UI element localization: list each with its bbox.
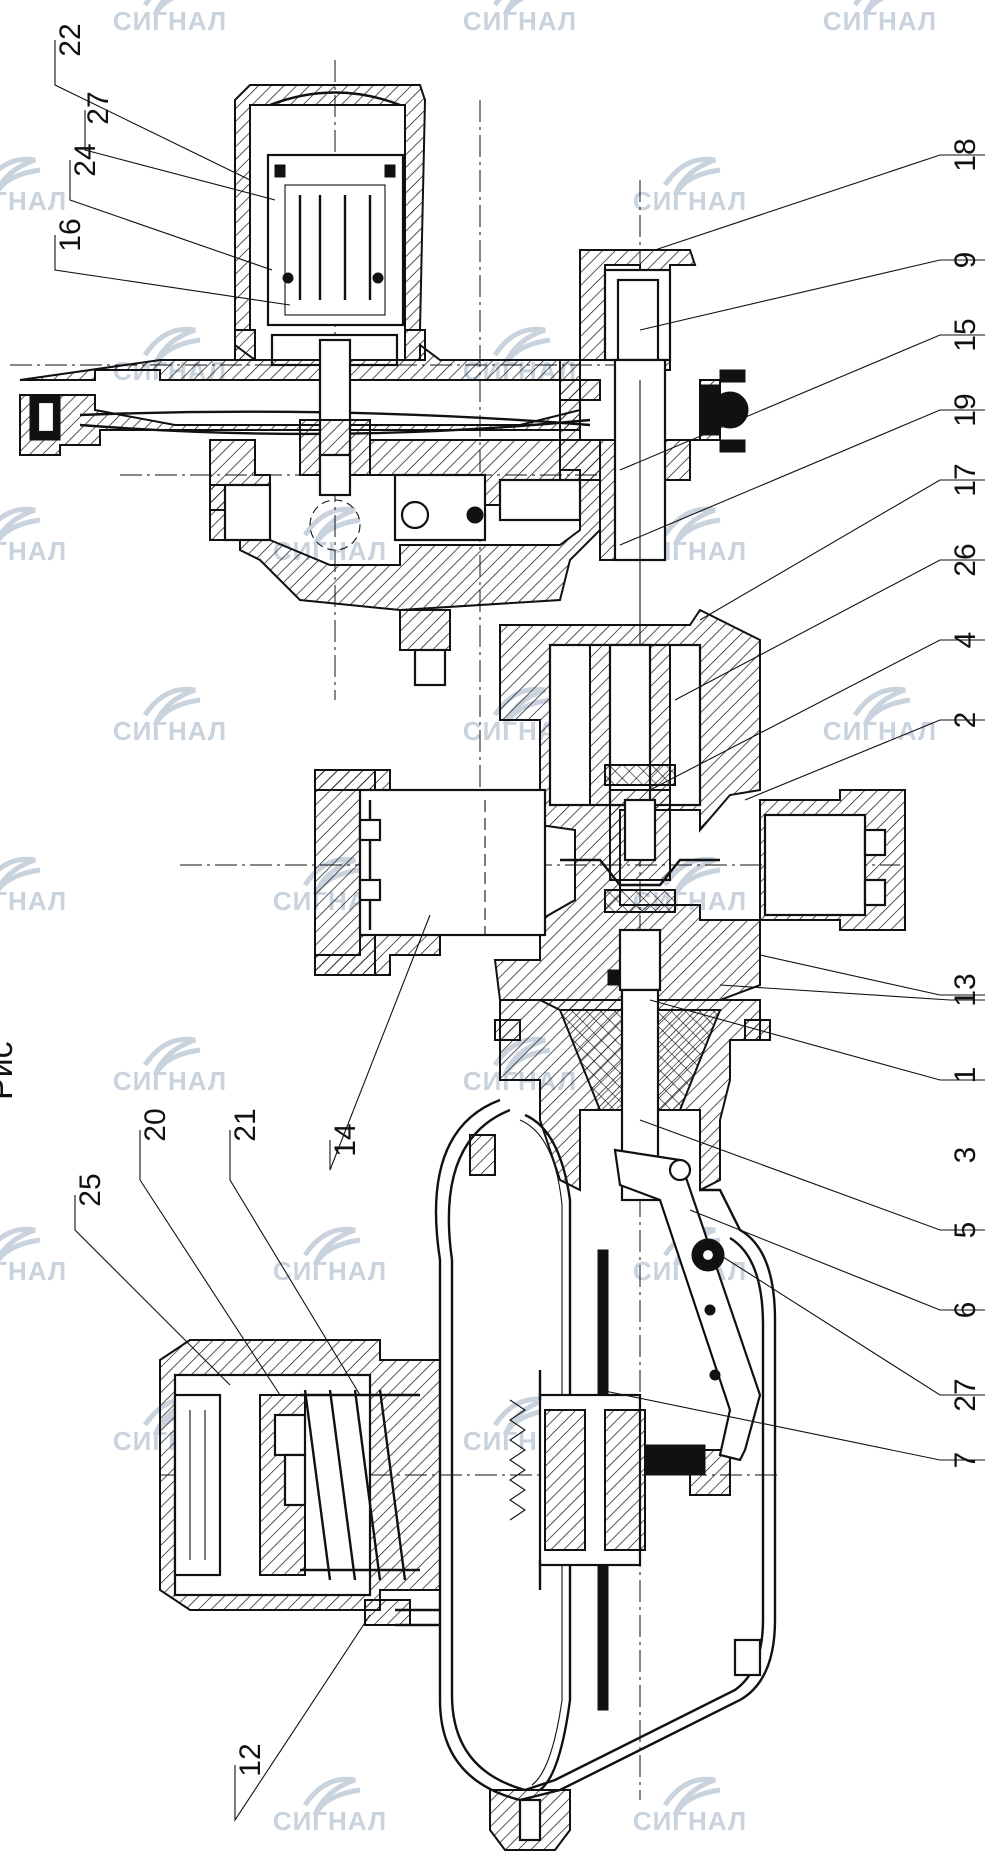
- callout-label-top-2: 24: [69, 143, 102, 176]
- callout-label-right-6: 4: [949, 632, 982, 649]
- watermark-text: СИГНАЛ: [823, 6, 937, 36]
- callout-label-top-1: 27: [82, 91, 115, 124]
- watermark-text: СИГНАЛ: [113, 716, 227, 746]
- watermark-text: СИГНАЛ: [273, 1806, 387, 1836]
- watermark-logo: СИГНАЛ: [0, 1226, 67, 1286]
- valve-stem-assembly: [559, 249, 749, 660]
- pilot-housing: [19, 84, 601, 687]
- callout-label-right-11: 5: [949, 1222, 982, 1239]
- callout-label-right-3: 19: [949, 393, 982, 426]
- watermark-text: СИГНАЛ: [113, 6, 227, 36]
- watermark-logo: СИГНАЛ: [823, 686, 937, 746]
- watermark-logo: СИГНАЛ: [113, 686, 227, 746]
- watermark-text: СИГНАЛ: [633, 186, 747, 216]
- watermark-logo: СИГНАЛ: [0, 156, 67, 216]
- watermark-logo: СИГНАЛ: [463, 0, 577, 36]
- watermark-text: СИГНАЛ: [0, 536, 67, 566]
- callout-label-left-0: 25: [74, 1173, 107, 1206]
- callout-label-right-14: 7: [949, 1452, 982, 1469]
- callout-label-left-3: 14: [329, 1123, 362, 1156]
- callout-label-right-12: 6: [949, 1302, 982, 1319]
- callout-label-right-10: 3: [949, 1147, 982, 1164]
- callout-label-left-2: 21: [229, 1108, 262, 1141]
- callout-label-right-9: 1: [949, 1067, 982, 1084]
- leader-lines: [54, 40, 985, 1822]
- callout-label-right-4: 17: [949, 463, 982, 496]
- callout-label-top-3: 16: [54, 218, 87, 251]
- callout-label-right-7: 2: [949, 712, 982, 729]
- watermark-logo: СИГНАЛ: [633, 156, 747, 216]
- callout-label-right-0: 18: [949, 138, 982, 171]
- callout-label-left-4: 12: [234, 1743, 267, 1776]
- callout-label-left-1: 20: [139, 1108, 172, 1141]
- watermark-text: СИГНАЛ: [823, 716, 937, 746]
- title-fragment: Рис: [0, 1041, 20, 1100]
- watermark-logo: СИГНАЛ: [0, 506, 67, 566]
- watermark-logo: СИГНАЛ: [273, 1226, 387, 1286]
- watermark-text: СИГНАЛ: [0, 1256, 67, 1286]
- watermark-logo: СИГНАЛ: [113, 0, 227, 36]
- watermark-logo: СИГНАЛ: [823, 0, 937, 36]
- watermark-logo: СИГНАЛ: [113, 1036, 227, 1096]
- watermark-logo: СИГНАЛ: [273, 1776, 387, 1836]
- callout-label-right-8: 13: [949, 973, 982, 1006]
- watermark-text: СИГНАЛ: [0, 186, 67, 216]
- watermark-text: СИГНАЛ: [463, 6, 577, 36]
- watermark-logo: СИГНАЛ: [633, 1776, 747, 1836]
- watermark-logo: СИГНАЛ: [0, 856, 67, 916]
- callout-label-right-5: 26: [949, 543, 982, 576]
- diaphragm-housing: [364, 1098, 777, 1851]
- watermark-text: СИГНАЛ: [273, 1256, 387, 1286]
- watermark-text: СИГНАЛ: [0, 886, 67, 916]
- callout-label-right-1: 9: [949, 252, 982, 269]
- watermark-text: СИГНАЛ: [633, 1806, 747, 1836]
- callout-label-right-13: 27: [949, 1378, 982, 1411]
- main-valve-body: [314, 608, 906, 1011]
- callout-label-top-0: 22: [54, 23, 87, 56]
- watermark-text: СИГНАЛ: [113, 1066, 227, 1096]
- callout-label-right-2: 15: [949, 318, 982, 351]
- spring-cap: [159, 1339, 441, 1611]
